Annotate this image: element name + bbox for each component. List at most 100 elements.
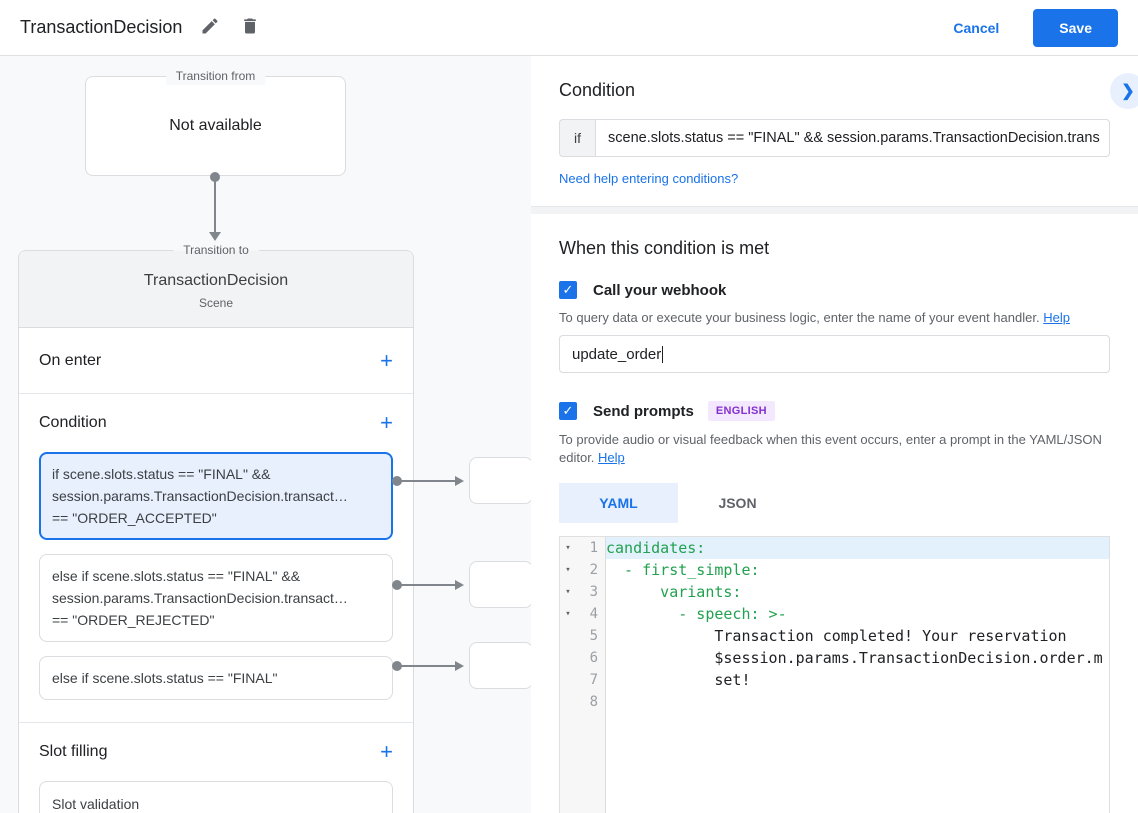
fold-toggle-icon[interactable]: ▾ xyxy=(565,609,571,619)
language-badge: ENGLISH xyxy=(707,401,775,421)
yaml-editor[interactable]: ▾ 1 ▾ 2 ▾ 3 ▾ 4 5 6 7 8 candidates: - first_… xyxy=(559,536,1110,813)
webhook-helper-body: To query data or execute your business l… xyxy=(559,310,1040,325)
condition-line: else if scene.slots.status == "FINAL" xyxy=(52,670,278,686)
connector-line xyxy=(397,665,455,667)
line-number: 2 xyxy=(589,562,598,578)
transition-to-card: Transition to TransactionDecision Scene … xyxy=(18,242,414,813)
line-number: 1 xyxy=(589,540,598,556)
code-line: - speech: >- xyxy=(606,605,787,623)
code-line: Transaction completed! Your reservation xyxy=(606,627,1067,645)
tab-yaml[interactable]: YAML xyxy=(559,483,678,523)
panel-condition-title: Condition xyxy=(559,80,636,100)
line-number: 3 xyxy=(589,584,598,600)
condition-section-title: Condition xyxy=(39,414,107,431)
when-met-title: When this condition is met xyxy=(559,238,770,258)
code-line: - first_simple: xyxy=(606,561,760,579)
arrow-down-icon xyxy=(209,232,221,241)
arrow-right-icon xyxy=(455,476,464,486)
line-number: 6 xyxy=(589,650,598,666)
condition-section: Condition + if scene.slots.status == "FI… xyxy=(19,394,413,723)
editor-format-tabs: YAML JSON xyxy=(559,483,1110,523)
slot-validation-card[interactable]: Slot validation xyxy=(39,781,393,813)
prompts-help-link[interactable]: Help xyxy=(598,450,625,465)
transition-to-label: Transition to xyxy=(173,242,259,259)
arrow-right-icon xyxy=(455,580,464,590)
line-number: 5 xyxy=(589,628,598,644)
fold-toggle-icon[interactable]: ▾ xyxy=(565,565,571,575)
code-line: variants: xyxy=(606,583,742,601)
collapse-panel-button[interactable]: ❯ xyxy=(1110,73,1138,109)
scene-type: Scene xyxy=(198,296,234,310)
top-bar: TransactionDecision Cancel Save xyxy=(0,0,1138,56)
code-line: $session.params.TransactionDecision.orde… xyxy=(606,649,1103,667)
add-slot-button[interactable]: + xyxy=(380,739,393,764)
condition-met-section: When this condition is met ✓ Call your w… xyxy=(531,214,1138,813)
scene-diagram: Transition from Not available Transition… xyxy=(0,56,531,813)
transition-target-box[interactable] xyxy=(469,457,531,504)
condition-line: == "ORDER_ACCEPTED" xyxy=(52,510,217,526)
connector-line xyxy=(397,584,455,586)
add-condition-button[interactable]: + xyxy=(380,410,393,435)
text-caret xyxy=(662,345,664,363)
edit-title-button[interactable] xyxy=(198,16,222,40)
condition-expression-input[interactable]: scene.slots.status == "FINAL" && session… xyxy=(595,119,1110,157)
fold-toggle-icon[interactable]: ▾ xyxy=(565,587,571,597)
tab-json[interactable]: JSON xyxy=(718,495,757,511)
connector-line xyxy=(214,177,216,232)
connector-line xyxy=(397,480,455,482)
webhook-helper-text: To query data or execute your business l… xyxy=(559,309,1110,327)
page-title: TransactionDecision xyxy=(20,17,183,37)
condition-line: if scene.slots.status == "FINAL" && xyxy=(52,466,271,482)
condition-editor-panel: Condition ❯ if scene.slots.status == "FI… xyxy=(531,56,1138,813)
code-line xyxy=(606,691,1109,713)
if-prefix: if xyxy=(559,119,595,157)
condition-card-final[interactable]: else if scene.slots.status == "FINAL" xyxy=(39,656,393,700)
on-enter-section: On enter + xyxy=(19,328,413,394)
editor-gutter: ▾ 1 ▾ 2 ▾ 3 ▾ 4 5 6 7 8 xyxy=(560,537,606,813)
code-line: candidates: xyxy=(606,537,1109,559)
line-number: 8 xyxy=(589,694,598,710)
call-webhook-checkbox[interactable]: ✓ xyxy=(559,281,577,299)
prompts-helper-text: To provide audio or visual feedback when… xyxy=(559,431,1110,467)
scene-name: TransactionDecision xyxy=(143,272,289,289)
webhook-help-link[interactable]: Help xyxy=(1043,310,1070,325)
transition-from-box: Transition from Not available xyxy=(85,68,346,176)
send-prompts-label: Send prompts xyxy=(593,402,694,420)
send-prompts-checkbox[interactable]: ✓ xyxy=(559,402,577,420)
code-line: set! xyxy=(606,671,751,689)
prompts-helper-body: To provide audio or visual feedback when… xyxy=(559,432,1102,465)
slot-filling-title: Slot filling xyxy=(39,743,108,760)
condition-line: session.params.TransactionDecision.trans… xyxy=(52,590,348,606)
checkmark-icon: ✓ xyxy=(562,282,574,297)
chevron-right-icon: ❯ xyxy=(1121,83,1135,100)
condition-card-accepted[interactable]: if scene.slots.status == "FINAL" && sess… xyxy=(39,452,393,540)
section-divider xyxy=(531,206,1138,214)
call-webhook-label: Call your webhook xyxy=(593,281,727,299)
event-handler-input[interactable]: update_order xyxy=(559,335,1110,373)
checkmark-icon: ✓ xyxy=(562,403,574,418)
fold-toggle-icon[interactable]: ▾ xyxy=(565,543,571,553)
condition-header-section: Condition ❯ if scene.slots.status == "FI… xyxy=(531,56,1138,206)
transition-from-value: Not available xyxy=(169,117,262,134)
transition-target-box[interactable] xyxy=(469,642,531,689)
arrow-right-icon xyxy=(455,661,464,671)
condition-line: else if scene.slots.status == "FINAL" && xyxy=(52,568,301,584)
trash-icon xyxy=(240,16,260,39)
pencil-icon xyxy=(200,16,220,39)
condition-help-link[interactable]: Need help entering conditions? xyxy=(559,171,739,186)
delete-scene-button[interactable] xyxy=(238,16,262,40)
add-on-enter-button[interactable]: + xyxy=(380,347,393,373)
condition-line: session.params.TransactionDecision.trans… xyxy=(52,488,348,504)
scene-card-header: Transition to TransactionDecision Scene xyxy=(19,242,413,328)
editor-code-area[interactable]: candidates: - first_simple: variants: - … xyxy=(606,537,1109,813)
condition-line: == "ORDER_REJECTED" xyxy=(52,612,215,628)
on-enter-title: On enter xyxy=(39,351,102,369)
event-handler-value: update_order xyxy=(572,345,662,363)
line-number: 4 xyxy=(589,606,598,622)
transition-target-box[interactable] xyxy=(469,561,531,608)
slot-filling-section: Slot filling + Slot validation xyxy=(19,723,413,813)
cancel-button[interactable]: Cancel xyxy=(953,19,1000,36)
condition-card-rejected[interactable]: else if scene.slots.status == "FINAL" &&… xyxy=(39,554,393,642)
save-button[interactable]: Save xyxy=(1033,8,1118,47)
line-number: 7 xyxy=(589,672,598,688)
